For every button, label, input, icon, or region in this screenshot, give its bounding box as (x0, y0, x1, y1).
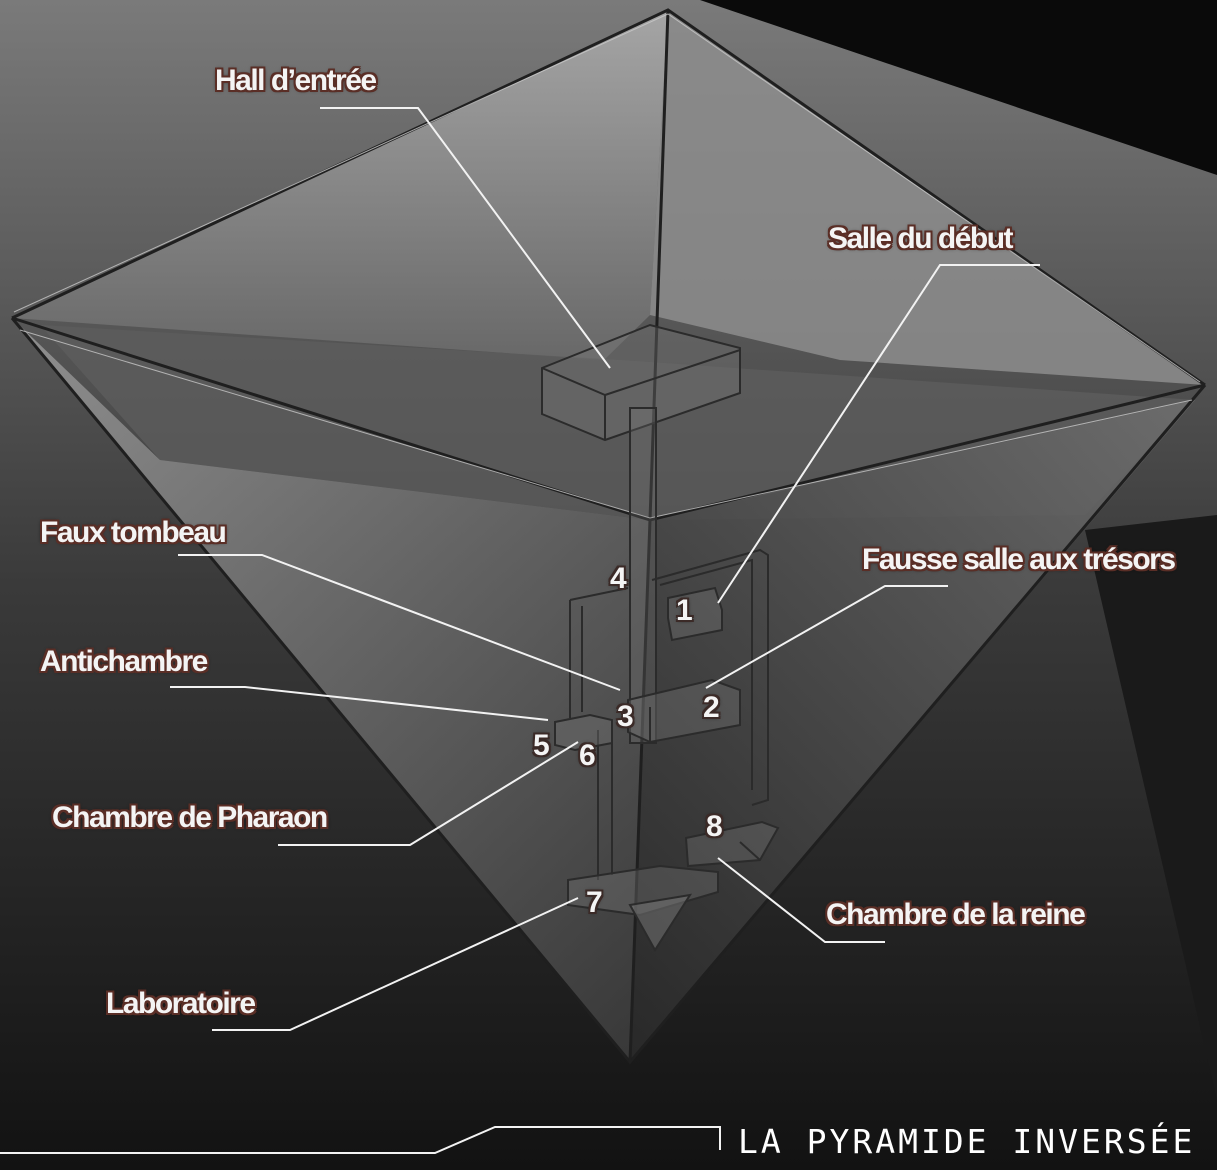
room-number-8: 8 (706, 810, 723, 843)
leader-chambre-pharaon (278, 741, 579, 846)
room-number-2: 2 (703, 691, 720, 724)
internal-structure (541, 323, 780, 952)
diagram-title: LA PYRAMIDE INVERSÉE (738, 1122, 1196, 1161)
pyramid-edges (10, 8, 1207, 1065)
leader-fausse-salle (705, 585, 948, 689)
label-faux-tombeau: Faux tombeau (40, 516, 227, 549)
background-dark-wedge (1085, 515, 1217, 1100)
title-underline (0, 1126, 721, 1154)
leader-lines (0, 107, 1040, 1154)
label-hall-entree: Hall d’entrée (215, 64, 377, 97)
label-antichambre: Antichambre (40, 645, 208, 678)
pyramid-top-left-face (12, 10, 668, 360)
leader-salle-debut (717, 264, 1040, 604)
leader-hall-entree (320, 107, 611, 369)
room-number-5: 5 (533, 729, 550, 762)
label-fausse-salle-tresors: Fausse salle aux trésors (862, 543, 1176, 576)
leader-faux-tombeau (178, 554, 621, 691)
leader-chambre-reine (717, 857, 885, 943)
label-laboratoire: Laboratoire (106, 987, 256, 1020)
background-dark-band (700, 0, 1217, 175)
label-chambre-reine: Chambre de la reine (826, 898, 1086, 931)
room-number-3: 3 (617, 700, 634, 733)
leader-antichambre (170, 686, 549, 721)
room-number-6: 6 (579, 739, 596, 772)
pyramid-edge-highlights (13, 13, 1201, 519)
pyramid-lower-left-face (12, 318, 650, 1062)
room-number-7: 7 (586, 886, 603, 919)
room-number-4: 4 (610, 562, 627, 595)
label-salle-debut: Salle du début (828, 222, 1014, 255)
label-chambre-pharaon: Chambre de Pharaon (52, 801, 328, 834)
leader-laboratoire (212, 897, 579, 1031)
pyramid-top-right-face (650, 10, 1205, 385)
room-number-1: 1 (676, 594, 693, 627)
